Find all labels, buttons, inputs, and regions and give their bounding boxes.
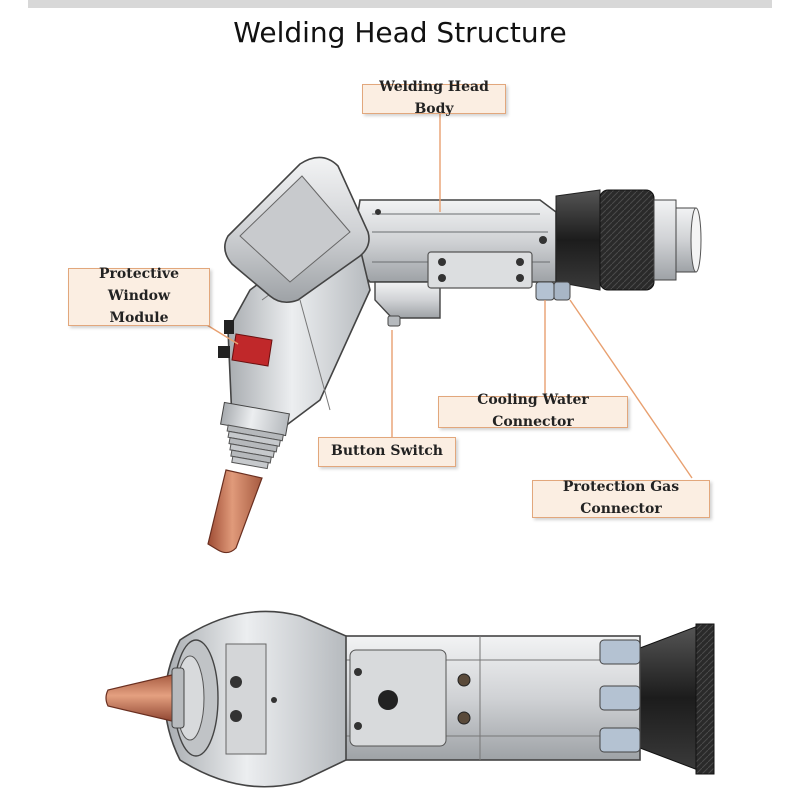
callout-protective-window-module: Protective Window Module xyxy=(68,266,210,326)
rear-plate xyxy=(695,623,715,775)
callout-protective-window-line2: Module xyxy=(109,309,169,326)
callout-cooling-water-connector: Cooling Water Connector xyxy=(438,392,628,430)
top-divider-bar xyxy=(28,0,772,8)
leader-lines xyxy=(201,114,693,479)
button-switch-knob xyxy=(387,315,401,327)
threaded-rings xyxy=(226,424,284,470)
callout-welding-head-body: Welding Head Body xyxy=(362,79,506,117)
knurled-nut xyxy=(599,189,655,291)
rear-flare xyxy=(639,625,699,771)
callout-cooling-water-connector-label: Cooling Water Connector xyxy=(477,392,589,430)
rear-collar xyxy=(555,189,601,291)
screw-plate xyxy=(427,251,533,289)
copper-nozzle xyxy=(207,469,263,554)
callout-protection-gas-connector-label: Protection Gas Connector xyxy=(562,479,680,517)
page-title: Welding Head Structure xyxy=(233,16,567,49)
callout-button-switch-label: Button Switch xyxy=(331,443,443,460)
side-view-head xyxy=(207,156,702,554)
bottom-view-head xyxy=(105,610,715,788)
callout-welding-head-body-label: Welding Head Body xyxy=(379,79,489,117)
protective-window-band xyxy=(231,333,273,367)
bottom-connectors xyxy=(599,639,641,753)
cooling-water-connector xyxy=(535,281,555,301)
gas-connector xyxy=(553,281,571,301)
bottom-copper-nozzle xyxy=(105,673,177,723)
callout-button-switch: Button Switch xyxy=(318,437,456,467)
callout-protective-window-line1: Protective Window xyxy=(99,266,179,305)
callout-protection-gas-connector: Protection Gas Connector xyxy=(532,479,710,518)
fiber-connector xyxy=(653,199,677,281)
